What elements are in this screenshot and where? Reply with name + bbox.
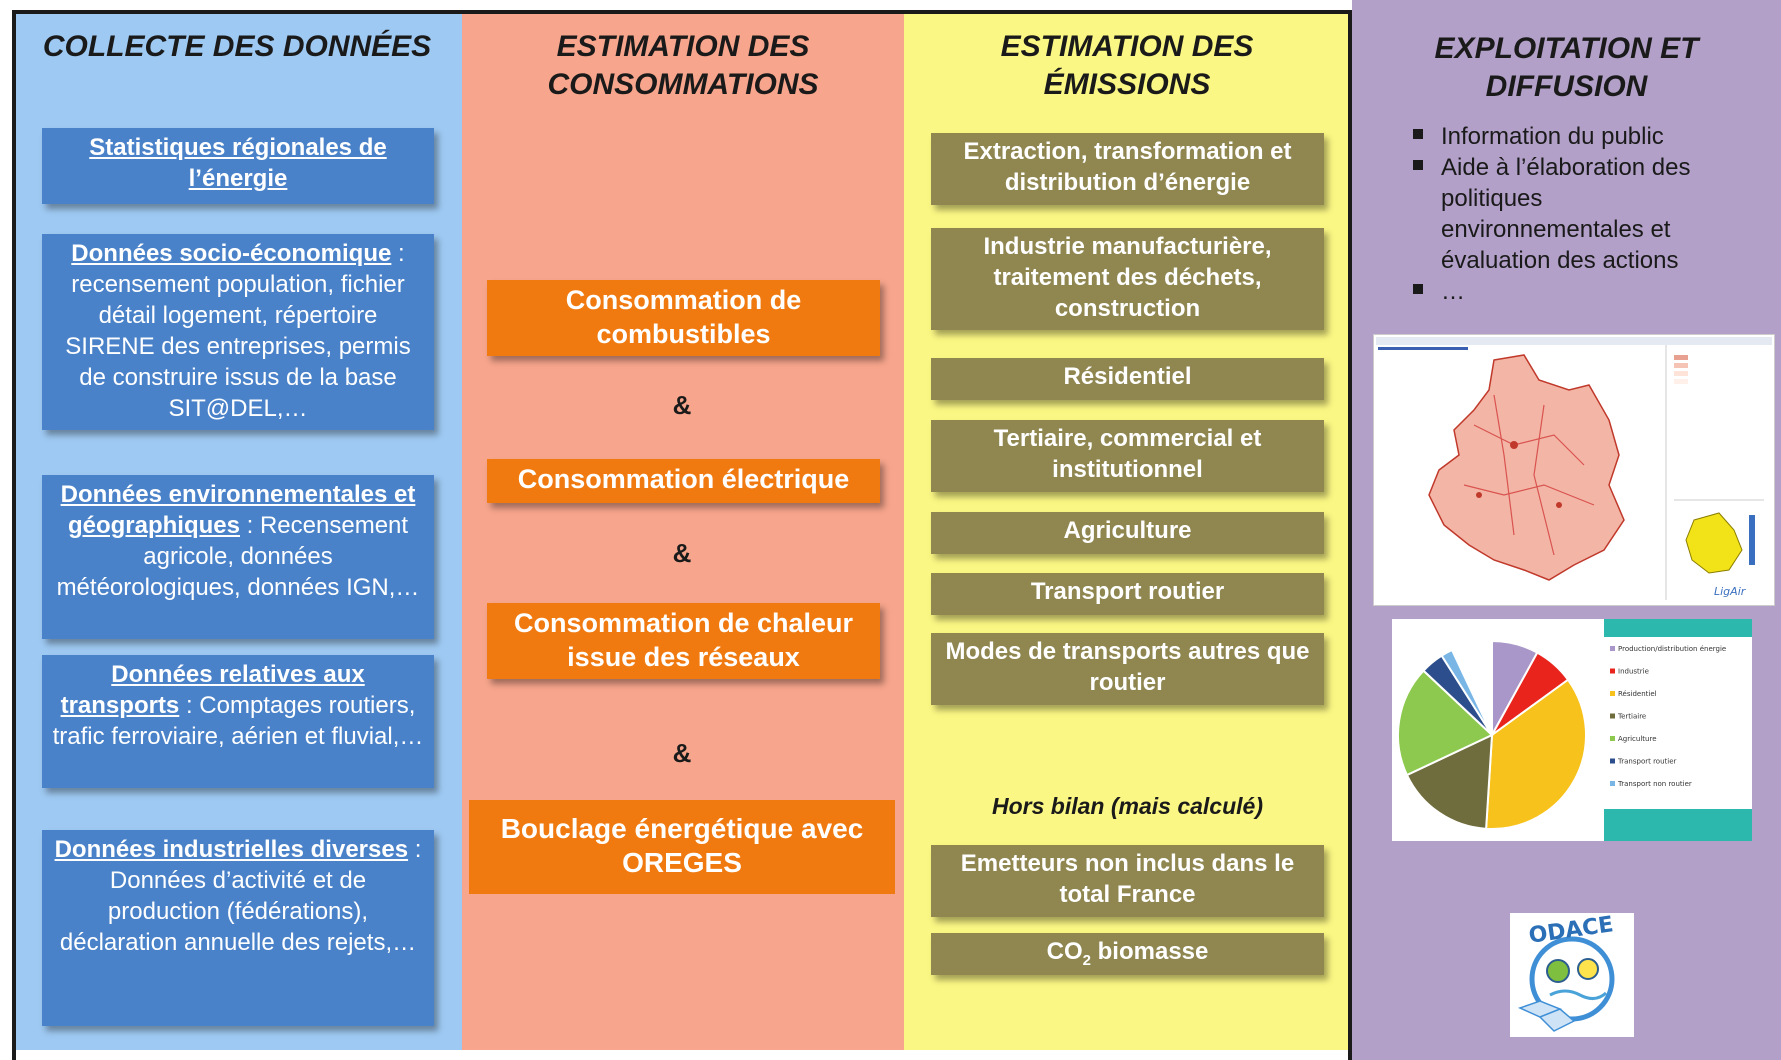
box-link[interactable]: Données industrielles diverses xyxy=(54,836,409,863)
heading-line: CONSOMMATIONS xyxy=(547,68,819,101)
ampersand: & xyxy=(672,738,692,768)
bullet-text: Information du public xyxy=(1441,123,1664,150)
co2-subscript: 2 xyxy=(1082,951,1091,969)
pie-legend-label: Agriculture xyxy=(1618,735,1657,743)
box-residentiel: Résidentiel xyxy=(931,358,1324,400)
heading-collecte: COLLECTE DES DONNÉES xyxy=(42,30,432,63)
box-transport-routier: Transport routier xyxy=(931,573,1324,615)
odace-logo: ODACE xyxy=(1510,912,1634,1037)
bullet-item: … xyxy=(1405,276,1735,307)
box-consommation-chaleur: Consommation de chaleur issue des réseau… xyxy=(487,603,880,679)
pie-legend-swatch xyxy=(1610,646,1615,651)
map-caption-text: LigAir xyxy=(1714,585,1747,598)
bullet-square-icon xyxy=(1413,160,1423,170)
box-link[interactable]: Données environnementales et géographiqu… xyxy=(60,481,416,539)
pie-legend-label: Résidentiel xyxy=(1618,690,1657,698)
heading-line: EXPLOITATION ET xyxy=(1434,32,1699,65)
heading-line: ESTIMATION DES xyxy=(1000,30,1254,63)
pie-legend-swatch xyxy=(1610,781,1615,786)
co2-rest: biomasse xyxy=(1090,938,1209,965)
box-consommation-combustibles: Consommation de combustibles xyxy=(487,280,880,356)
box-co2-biomasse: CO2 biomasse xyxy=(931,933,1324,975)
heading-line: ÉMISSIONS xyxy=(1043,68,1211,101)
heading-line: DIFFUSION xyxy=(1485,70,1648,103)
ampersand: & xyxy=(672,538,692,568)
box-statistiques-energie[interactable]: Statistiques régionales de l’énergie xyxy=(42,128,434,204)
pie-slice xyxy=(1405,733,1494,830)
heading-exploitation: EXPLOITATION ET DIFFUSION xyxy=(1352,30,1781,106)
column-consommations xyxy=(462,10,904,1050)
box-tertiaire: Tertiaire, commercial et institutionnel xyxy=(931,420,1324,492)
bullet-item: Information du public xyxy=(1405,121,1735,152)
pie-legend-swatch xyxy=(1610,668,1615,674)
bullet-text: Aide à l’élaboration des politiques envi… xyxy=(1441,154,1691,274)
pie-legend-label: Tertiaire xyxy=(1617,713,1646,721)
odace-logo-icon: ODACE xyxy=(1517,912,1615,1032)
box-link[interactable]: Données socio-économique xyxy=(71,240,392,267)
pie-legend-swatch xyxy=(1610,758,1615,764)
box-environnementales[interactable]: Données environnementales et géographiqu… xyxy=(42,475,434,639)
hors-bilan-label: Hors bilan (mais calculé) xyxy=(992,793,1263,819)
box-industrielles[interactable]: Données industrielles diverses : Données… xyxy=(42,830,434,1026)
pie-legend-label: Industrie xyxy=(1618,668,1649,676)
pie-legend-label: Production/distribution énergie xyxy=(1618,645,1726,653)
box-emetteurs-non-inclus: Emetteurs non inclus dans le total Franc… xyxy=(931,845,1324,917)
pie-legend-label: Transport routier xyxy=(1617,758,1677,766)
bullet-text: … xyxy=(1441,278,1465,305)
ampersand: & xyxy=(672,390,692,420)
box-link[interactable]: Données relatives aux transports xyxy=(60,661,365,719)
box-text: : recensement population, fichier détail… xyxy=(65,240,411,422)
pie-legend-swatch xyxy=(1610,713,1615,719)
pie-legend-swatch xyxy=(1610,691,1615,696)
map-screenshot-image: LigAir xyxy=(1373,334,1775,606)
co2-label: CO xyxy=(1046,938,1083,965)
bullet-square-icon xyxy=(1413,129,1423,139)
box-text: : Données d’activité et de production (f… xyxy=(59,836,422,956)
heading-emissions: ESTIMATION DES ÉMISSIONS xyxy=(904,28,1350,104)
bullet-square-icon xyxy=(1413,284,1423,294)
box-industrie-manufacturiere: Industrie manufacturière, traitement des… xyxy=(931,228,1324,330)
bullet-item: Aide à l’élaboration des politiques envi… xyxy=(1405,152,1735,276)
exploitation-bullet-list: Information du public Aide à l’élaborati… xyxy=(1405,121,1735,307)
map-illustration-icon: LigAir xyxy=(1376,337,1772,600)
box-socio-economique[interactable]: Données socio-économique : recensement p… xyxy=(42,234,434,430)
pie-slice xyxy=(1440,648,1493,736)
box-bouclage-oreges: Bouclage énergétique avec OREGES xyxy=(469,800,895,894)
pie-slice xyxy=(1397,669,1494,777)
box-extraction-energie: Extraction, transformation et distributi… xyxy=(931,133,1324,205)
heading-consommations: ESTIMATION DES CONSOMMATIONS xyxy=(462,28,904,104)
pie-legend-swatch xyxy=(1610,736,1615,741)
pie-legend-label: Transport non routier xyxy=(1617,780,1692,788)
box-text: : Recensement agricole, données météorol… xyxy=(56,512,420,601)
pie-slice xyxy=(1485,678,1587,830)
heading-line: ESTIMATION DES xyxy=(556,30,810,63)
box-text: : Comptages routiers, trafic ferroviaire… xyxy=(52,692,424,750)
box-transports[interactable]: Données relatives aux transports : Compt… xyxy=(42,655,434,788)
box-agriculture: Agriculture xyxy=(931,512,1324,554)
pie-chart-svg: Production/distribution énergieIndustrie… xyxy=(1397,619,1752,841)
box-transports-autres: Modes de transports autres que routier xyxy=(931,633,1324,705)
box-consommation-electrique: Consommation électrique xyxy=(487,459,880,503)
box-link[interactable]: Statistiques régionales de l’énergie xyxy=(89,134,387,192)
